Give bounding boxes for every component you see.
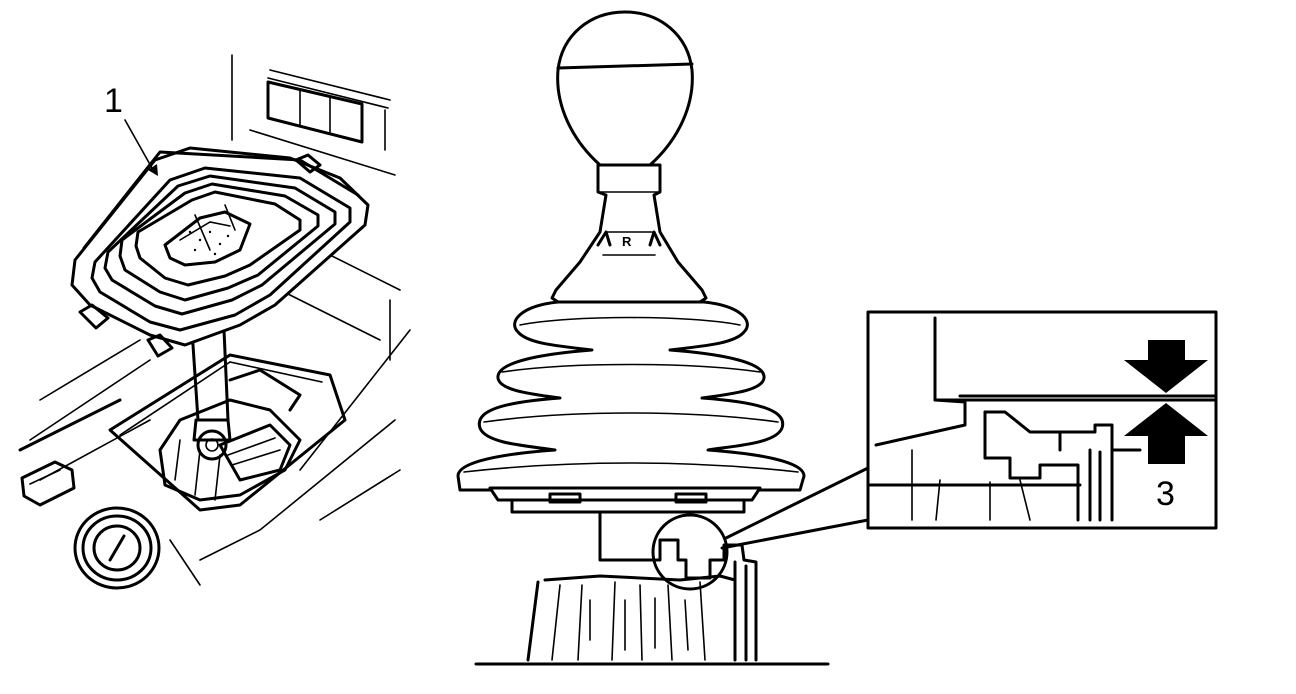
ignition-lock [73,506,161,590]
console-switch [20,460,76,507]
boot-retainer [488,486,762,514]
callout-3-label: 3 [1156,475,1175,513]
console-view: 1 [18,54,411,590]
detail-inset: 3 [866,310,1218,530]
shift-rod [190,328,232,442]
reverse-marking: R [622,234,632,249]
callout-1: 1 [104,82,158,176]
gear-knob [556,10,694,167]
detail-marker [651,466,870,591]
shift-opening [108,353,347,512]
rubber-boot [456,300,806,492]
gaiter-assembly [70,146,370,358]
console-body [18,54,411,586]
lever-collar: R [550,163,708,304]
callout-1-label: 1 [104,82,123,120]
shift-housing [474,510,830,666]
lever-assembly: R [456,10,870,666]
clearance-arrows [1124,340,1208,464]
